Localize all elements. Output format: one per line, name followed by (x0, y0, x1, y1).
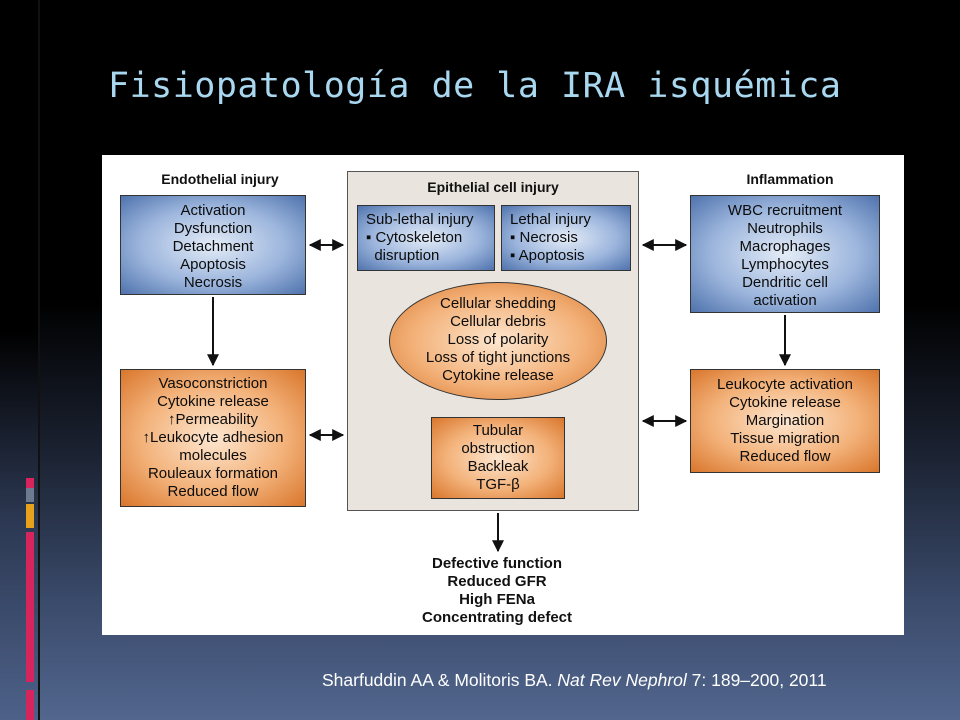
diagram-arrows (207, 239, 791, 553)
cellular-change: Loss of tight junctions (425, 349, 571, 366)
endothelial-consequence: Reduced flow (167, 483, 259, 500)
inflammation-recruitment-box: WBC recruitment Neutrophils Macrophages … (690, 195, 880, 313)
endothelial-effects-box: Activation Dysfunction Detachment Apopto… (120, 195, 306, 295)
tubular-effect: Tubular (472, 422, 524, 439)
endothelial-consequence: Rouleaux formation (147, 465, 279, 482)
slide-title: Fisiopatología de la IRA isquémica (108, 66, 842, 106)
inflammation-item: WBC recruitment (727, 202, 843, 219)
inflammation-item: activation (753, 292, 817, 309)
endothelial-consequence: Vasoconstriction (158, 375, 268, 392)
endothelial-effect: Apoptosis (180, 256, 246, 273)
lethal-injury-item: ▪ Apoptosis (510, 247, 585, 264)
inflammation-consequence: Reduced flow (739, 448, 831, 465)
inflammation-item: Dendritic cell (742, 274, 828, 291)
accent-bar-pink-long (26, 532, 34, 682)
sublethal-injury-label: Sub-lethal injury (366, 211, 474, 228)
accent-bar-gold (26, 504, 34, 528)
left-side-band (0, 0, 40, 720)
lethal-injury-item: ▪ Necrosis (510, 229, 578, 246)
citation-details: 7: 189–200, 2011 (686, 670, 827, 690)
inflammation-item: Lymphocytes (741, 256, 829, 273)
tubular-effects-box: Tubular obstruction Backleak TGF-β (431, 417, 565, 499)
cellular-changes-ellipse: Cellular shedding Cellular debris Loss o… (389, 282, 607, 400)
endothelial-consequence: molecules (179, 447, 247, 464)
outcome-item: Defective function (431, 555, 563, 572)
endothelial-consequences-box: Vasoconstriction Cytokine release ↑Perme… (120, 369, 306, 507)
accent-bar-pink-bottom (26, 690, 34, 720)
cellular-change: Cytokine release (442, 367, 554, 384)
endothelial-consequence: Cytokine release (157, 393, 269, 410)
sublethal-injury-box: Sub-lethal injury ▪ Cytoskeleton disrupt… (357, 205, 495, 271)
outcome-item: Reduced GFR (447, 573, 547, 590)
inflammation-item: Neutrophils (747, 220, 823, 237)
outcome-item: Concentrating defect (421, 609, 572, 626)
sublethal-injury-item: disruption (366, 247, 440, 264)
accent-bar-pink (26, 478, 34, 488)
header-epithelial-cell-injury: Epithelial cell injury (427, 179, 559, 195)
inflammation-consequences-box: Leukocyte activation Cytokine release Ma… (690, 369, 880, 473)
inflammation-consequence: Tissue migration (730, 430, 840, 447)
cellular-change: Loss of polarity (447, 331, 549, 348)
inflammation-consequence: Margination (745, 412, 825, 429)
header-inflammation: Inflammation (746, 171, 834, 187)
citation-journal: Nat Rev Nephrol (557, 670, 687, 690)
inflammation-consequence: Cytokine release (729, 394, 841, 411)
header-endothelial-injury: Endothelial injury (161, 171, 279, 187)
endothelial-effect: Necrosis (183, 274, 243, 291)
tubular-effect: obstruction (461, 440, 535, 457)
tubular-effect: Backleak (467, 458, 529, 475)
cellular-change: Cellular shedding (440, 295, 556, 312)
reference-citation: Sharfuddin AA & Molitoris BA. Nat Rev Ne… (322, 670, 827, 691)
endothelial-consequence: ↑Leukocyte adhesion (142, 429, 284, 446)
accent-bar-gray (26, 488, 34, 502)
sublethal-injury-item: ▪ Cytoskeleton (366, 229, 463, 246)
citation-authors: Sharfuddin AA & Molitoris BA. (322, 670, 558, 690)
endothelial-effect: Detachment (172, 238, 254, 255)
endothelial-effect: Activation (180, 202, 246, 219)
endothelial-consequence: ↑Permeability (167, 411, 259, 428)
tubular-effect: TGF-β (476, 476, 520, 493)
outcome-item: High FENa (459, 591, 535, 608)
defective-function-outcome: Defective function Reduced GFR High FENa… (402, 555, 592, 627)
lethal-injury-label: Lethal injury (510, 211, 591, 228)
pathophysiology-diagram: Endothelial injury Epithelial cell injur… (102, 155, 904, 635)
endothelial-effect: Dysfunction (173, 220, 253, 237)
lethal-injury-box: Lethal injury ▪ Necrosis ▪ Apoptosis (501, 205, 631, 271)
inflammation-consequence: Leukocyte activation (717, 376, 853, 393)
inflammation-item: Macrophages (739, 238, 831, 255)
cellular-change: Cellular debris (450, 313, 546, 330)
